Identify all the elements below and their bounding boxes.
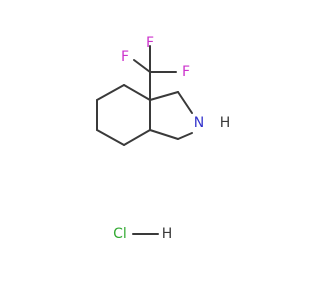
atom-hydrogen-salt: H bbox=[162, 226, 173, 242]
bonds bbox=[96, 45, 193, 235]
bond-c1-c7a bbox=[149, 129, 179, 140]
atom-labels: F F F N H Cl H bbox=[113, 35, 230, 242]
atom-fluorine-right: F bbox=[182, 64, 190, 80]
atom-fluorine-left: F bbox=[121, 49, 129, 65]
bond-c3a-c3 bbox=[149, 91, 179, 101]
bond-c3a-c4 bbox=[123, 84, 151, 101]
atom-fluorine-top: F bbox=[146, 35, 154, 51]
atom-hydrogen-on-nitrogen: H bbox=[220, 115, 231, 131]
bond-c-f-left bbox=[133, 59, 151, 73]
atom-chlorine: Cl bbox=[113, 226, 127, 242]
bond-c4-c5 bbox=[96, 84, 125, 101]
bond-c7-c7a bbox=[123, 129, 151, 146]
atom-nitrogen: N bbox=[194, 115, 204, 131]
bond-c6-c7 bbox=[96, 129, 125, 146]
bond-n-c1 bbox=[177, 132, 193, 140]
molecule-structure: F F F N H Cl H bbox=[96, 35, 230, 242]
bond-c3-n bbox=[177, 91, 193, 114]
